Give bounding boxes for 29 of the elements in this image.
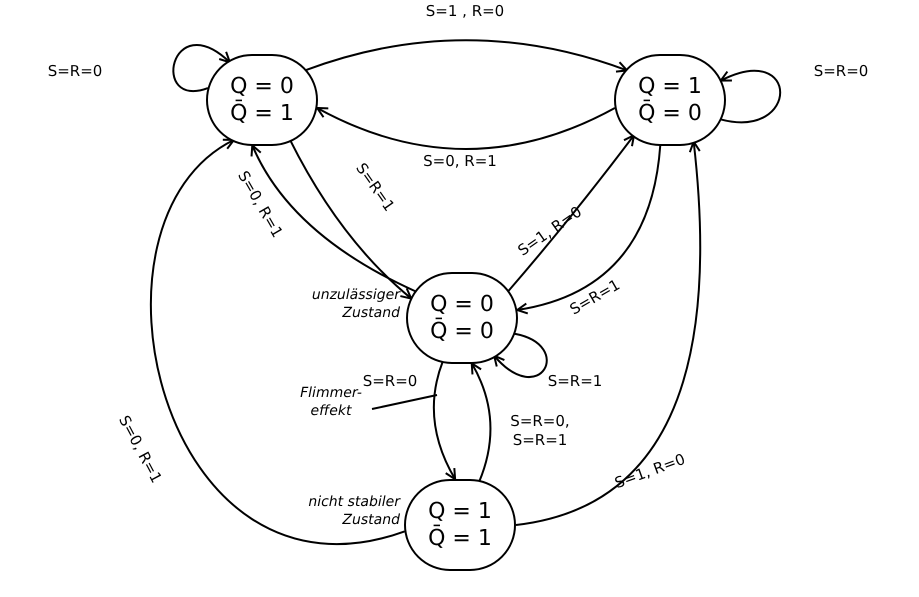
edge-label: S=0, R=1 [422, 152, 498, 171]
leader-line [372, 394, 438, 410]
edge-label: S=R=0, S=R=1 [509, 412, 571, 450]
transition-arrow [720, 70, 782, 124]
transition-arrow [289, 139, 412, 300]
state-value: Q̄ = 0 [430, 318, 494, 346]
state-value: Q = 1 [428, 498, 492, 524]
state-value: Q̄ = 0 [638, 100, 702, 128]
state-value: Q̄ = 1 [428, 525, 492, 552]
state-value: Q = 1 [638, 72, 702, 100]
transition-arrow [516, 140, 702, 526]
edge-label: S=R=1 [546, 372, 604, 391]
edge-label: S=1 , R=0 [424, 2, 506, 21]
transition-arrow [251, 144, 417, 293]
edge-label: S=0, R=1 [114, 411, 167, 488]
transition-arrow [516, 145, 662, 314]
state-caption: nicht stabiler Zustand [307, 494, 400, 529]
state-value: Q = 0 [430, 290, 494, 318]
edge-label: S=R=0 [46, 62, 104, 81]
transition-arrow [172, 44, 231, 92]
transition-arrow [507, 134, 635, 292]
state-caption: unzulässiger Zustand [310, 287, 400, 322]
state-value: Q = 0 [230, 72, 294, 100]
edge-label: S=R=0 [812, 62, 870, 81]
transition-arrow [304, 39, 628, 73]
transition-arrow [493, 332, 548, 378]
state-value: Q̄ = 1 [230, 100, 294, 128]
transition-arrow [150, 138, 405, 544]
transition-arrow [316, 107, 616, 150]
